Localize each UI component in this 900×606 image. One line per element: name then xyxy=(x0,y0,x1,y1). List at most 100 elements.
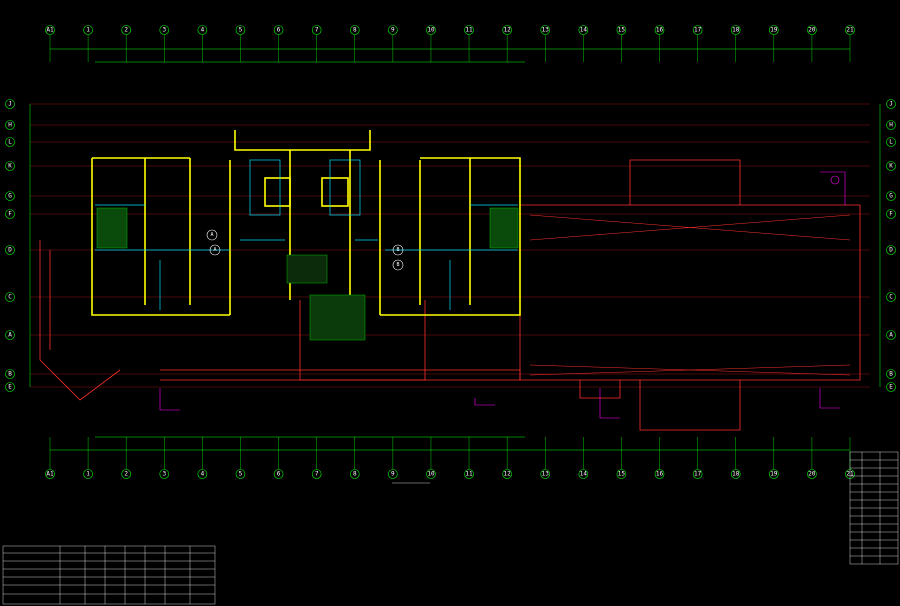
bottom-axis-bubble: 17 xyxy=(692,469,703,479)
left-axis-label: C xyxy=(8,294,12,301)
top-axis-bubble: 4 xyxy=(197,25,208,35)
left-axis-circle xyxy=(5,120,15,130)
bottom-axis-label: 12 xyxy=(504,471,512,478)
right-axis-label: K xyxy=(889,163,893,170)
left-axis-circle xyxy=(5,209,15,219)
left-axis-bubble: H xyxy=(5,120,15,130)
top-axis-circle xyxy=(578,25,589,35)
top-axis-circle xyxy=(692,25,703,35)
top-axis-circle xyxy=(311,25,322,35)
bottom-axis-label: 14 xyxy=(580,471,588,478)
right-axis-label: E xyxy=(889,384,893,391)
bottom-axis-bubble: 20 xyxy=(807,469,817,479)
right-axis-bubble: L xyxy=(886,137,896,147)
left-axis-bubble: C xyxy=(5,292,15,302)
bottom-axis-label: A1 xyxy=(46,471,54,478)
left-axis-label: B xyxy=(8,371,12,378)
bottom-axis-bubble: 19 xyxy=(769,469,779,479)
bottom-axis-circle xyxy=(426,469,436,479)
top-axis-label: 7 xyxy=(315,27,319,34)
top-axis-label: A1 xyxy=(46,27,54,34)
room-tag-circle xyxy=(206,229,218,241)
left-axis-circle xyxy=(5,137,15,147)
right-axis-circle xyxy=(886,137,896,147)
top-axis-bubble: 13 xyxy=(540,25,551,35)
top-axis-label: 12 xyxy=(504,27,512,34)
left-axis-bubble: E xyxy=(5,382,15,392)
room-tag: A xyxy=(209,244,221,256)
top-axis-bubble: 11 xyxy=(464,25,474,35)
left-axis-label: K xyxy=(8,163,12,170)
top-axis-bubble: 17 xyxy=(692,25,703,35)
bottom-axis-bubble: 7 xyxy=(311,469,322,479)
top-axis-circle xyxy=(45,25,55,35)
left-axis-bubble: A xyxy=(5,330,15,340)
bottom-axis-label: 8 xyxy=(353,471,357,478)
bottom-axis-label: 10 xyxy=(427,471,435,478)
bottom-axis-bubble: 6 xyxy=(273,469,284,479)
bottom-axis-bubble: 14 xyxy=(578,469,589,479)
bottom-axis-label: 18 xyxy=(732,471,740,478)
left-axis-bubble: G xyxy=(5,191,15,201)
top-axis-bubble: 7 xyxy=(311,25,322,35)
bottom-axis-bubble: 10 xyxy=(426,469,436,479)
top-axis-circle xyxy=(654,25,665,35)
right-axis-label: H xyxy=(889,122,893,129)
bottom-axis-label: 13 xyxy=(542,471,550,478)
room-tag-label: B xyxy=(396,262,399,268)
dimension-chains xyxy=(29,48,881,451)
top-axis-bubble: 12 xyxy=(502,25,512,35)
left-axis-circle xyxy=(5,191,15,201)
top-axis-circle xyxy=(730,25,741,35)
top-axis-label: 14 xyxy=(580,27,588,34)
right-axis-label: C xyxy=(889,294,893,301)
top-axis-label: 13 xyxy=(542,27,550,34)
top-axis-bubble: 10 xyxy=(426,25,436,35)
right-axis-circle xyxy=(886,330,896,340)
top-axis-bubble: 18 xyxy=(730,25,741,35)
top-axis-bubble: 19 xyxy=(769,25,779,35)
left-axis-bubble: J xyxy=(5,99,15,109)
bottom-axis-bubble: 2 xyxy=(121,469,131,479)
right-axis-bubble: G xyxy=(886,191,896,201)
top-axis-bubble: 15 xyxy=(616,25,627,35)
left-axis-label: H xyxy=(8,122,12,129)
top-axis-label: 8 xyxy=(353,27,357,34)
top-axis-circle xyxy=(235,25,246,35)
top-axis-circle xyxy=(769,25,779,35)
top-axis-label: 21 xyxy=(846,27,854,34)
bottom-axis-bubble: 15 xyxy=(616,469,627,479)
top-axis-circle xyxy=(273,25,284,35)
room-tag: B xyxy=(392,259,404,271)
bottom-axis-circle xyxy=(197,469,208,479)
room-tag: A xyxy=(206,229,218,241)
top-axis-bubble: 3 xyxy=(159,25,170,35)
room-tag-label: A xyxy=(210,232,213,238)
top-axis-bubble: 1 xyxy=(83,25,93,35)
bottom-axis-bubble: 8 xyxy=(349,469,360,479)
left-axis-label: G xyxy=(8,193,12,200)
bottom-axis-bubble: 18 xyxy=(730,469,741,479)
left-axis-bubble: K xyxy=(5,161,15,171)
left-axis-label: L xyxy=(8,139,12,146)
top-axis-label: 9 xyxy=(391,27,395,34)
bottom-axis-bubble: 4 xyxy=(197,469,208,479)
bottom-axis-label: 6 xyxy=(277,471,281,478)
right-axis-circle xyxy=(886,209,896,219)
top-axis-bubble: 20 xyxy=(807,25,817,35)
left-axis-circle xyxy=(5,369,15,379)
left-axis-label: E xyxy=(8,384,12,391)
top-axis-label: 1 xyxy=(86,27,90,34)
bottom-axis-label: 3 xyxy=(162,471,166,478)
top-axis-circle xyxy=(807,25,817,35)
right-axis-bubble: C xyxy=(886,292,896,302)
right-axis-bubble: E xyxy=(886,382,896,392)
right-axis-label: F xyxy=(889,211,893,218)
right-axis-circle xyxy=(886,245,896,255)
top-axis-bubble: A1 xyxy=(45,25,55,35)
top-axis-bubble: 6 xyxy=(273,25,284,35)
bottom-axis-circle xyxy=(83,469,93,479)
bottom-axis-label: 1 xyxy=(86,471,90,478)
